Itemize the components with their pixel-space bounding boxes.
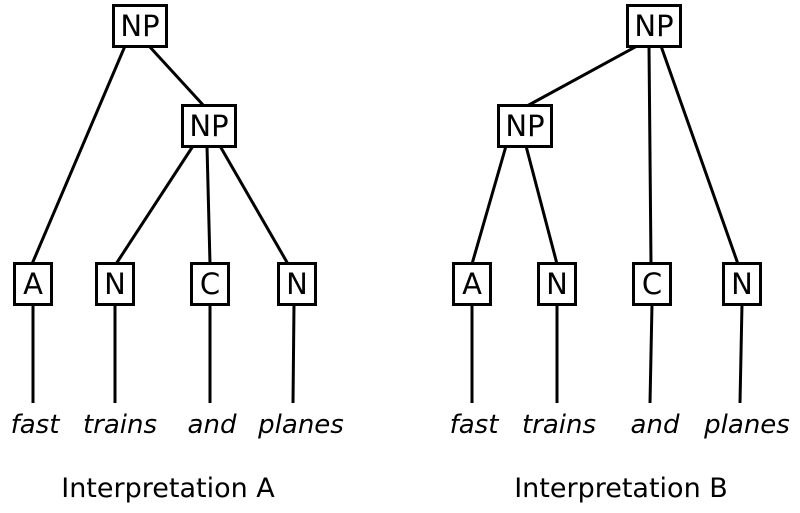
- tree-a-leaf-n2-node: N: [277, 262, 317, 306]
- tree-b-root-np-node: NP: [626, 4, 682, 48]
- tree-b-root-np-label: NP: [634, 8, 674, 43]
- tree-a-root-np-label: NP: [120, 8, 160, 43]
- tree-b-leaf-a-node: A: [452, 262, 492, 306]
- tree-a-leaf-a-node: A: [13, 262, 53, 306]
- edge-a-inner-np-to-n1: [114, 145, 195, 265]
- tree-a-leaf-a-label: A: [23, 266, 43, 301]
- edge-b-n2-to-planes: [738, 303, 744, 404]
- tree-b-leaf-a-label: A: [462, 266, 482, 301]
- edge-b-inner-np-to-a: [470, 145, 508, 265]
- tree-a-inner-np-label: NP: [189, 108, 229, 143]
- edge-b-root-to-inner-np: [526, 44, 638, 108]
- tree-a-root-np-node: NP: [112, 4, 168, 48]
- edge-a-root-to-inner-np: [147, 44, 206, 108]
- tree-b-leaf-n1-node: N: [537, 262, 577, 306]
- edge-a-root-to-a: [30, 45, 127, 265]
- tree-b-leaf-c-node: C: [632, 262, 672, 306]
- edge-a-inner-np-to-n2: [218, 145, 290, 265]
- tree-a-inner-np-node: NP: [181, 104, 237, 148]
- edge-b-root-to-n2: [659, 45, 740, 265]
- tree-a-leaf-n1-label: N: [104, 266, 126, 301]
- tree-a-caption: Interpretation A: [61, 473, 275, 504]
- tree-a-leaf-c-label: C: [199, 266, 221, 301]
- tree-b-inner-np-node: NP: [497, 104, 553, 148]
- tree-b-inner-np-label: NP: [505, 108, 545, 143]
- tree-a-leaf-n2-label: N: [286, 266, 308, 301]
- edge-b-root-to-c: [647, 45, 653, 265]
- tree-b-word-and: and: [630, 410, 680, 440]
- tree-b-caption: Interpretation B: [514, 473, 728, 504]
- tree-a-leaf-n1-node: N: [95, 262, 135, 306]
- tree-a-word-trains: trains: [82, 410, 158, 440]
- edge-b-c-to-and: [648, 303, 654, 404]
- tree-b-leaf-n2-label: N: [731, 266, 753, 301]
- edge-b-inner-np-to-n1: [524, 145, 559, 265]
- edge-a-inner-np-to-c: [205, 145, 212, 265]
- tree-b-leaf-c-label: C: [641, 266, 663, 301]
- tree-a-word-planes: planes: [258, 410, 344, 440]
- tree-b-word-fast: fast: [449, 410, 499, 440]
- tree-b-word-trains: trains: [521, 410, 597, 440]
- tree-a-word-and: and: [187, 410, 237, 440]
- tree-b-word-planes: planes: [704, 410, 790, 440]
- tree-b-leaf-n2-node: N: [722, 262, 762, 306]
- edge-a-n2-to-planes: [291, 303, 296, 404]
- tree-a-word-fast: fast: [10, 410, 60, 440]
- tree-a-leaf-c-node: C: [190, 262, 230, 306]
- tree-b-leaf-n1-label: N: [546, 266, 568, 301]
